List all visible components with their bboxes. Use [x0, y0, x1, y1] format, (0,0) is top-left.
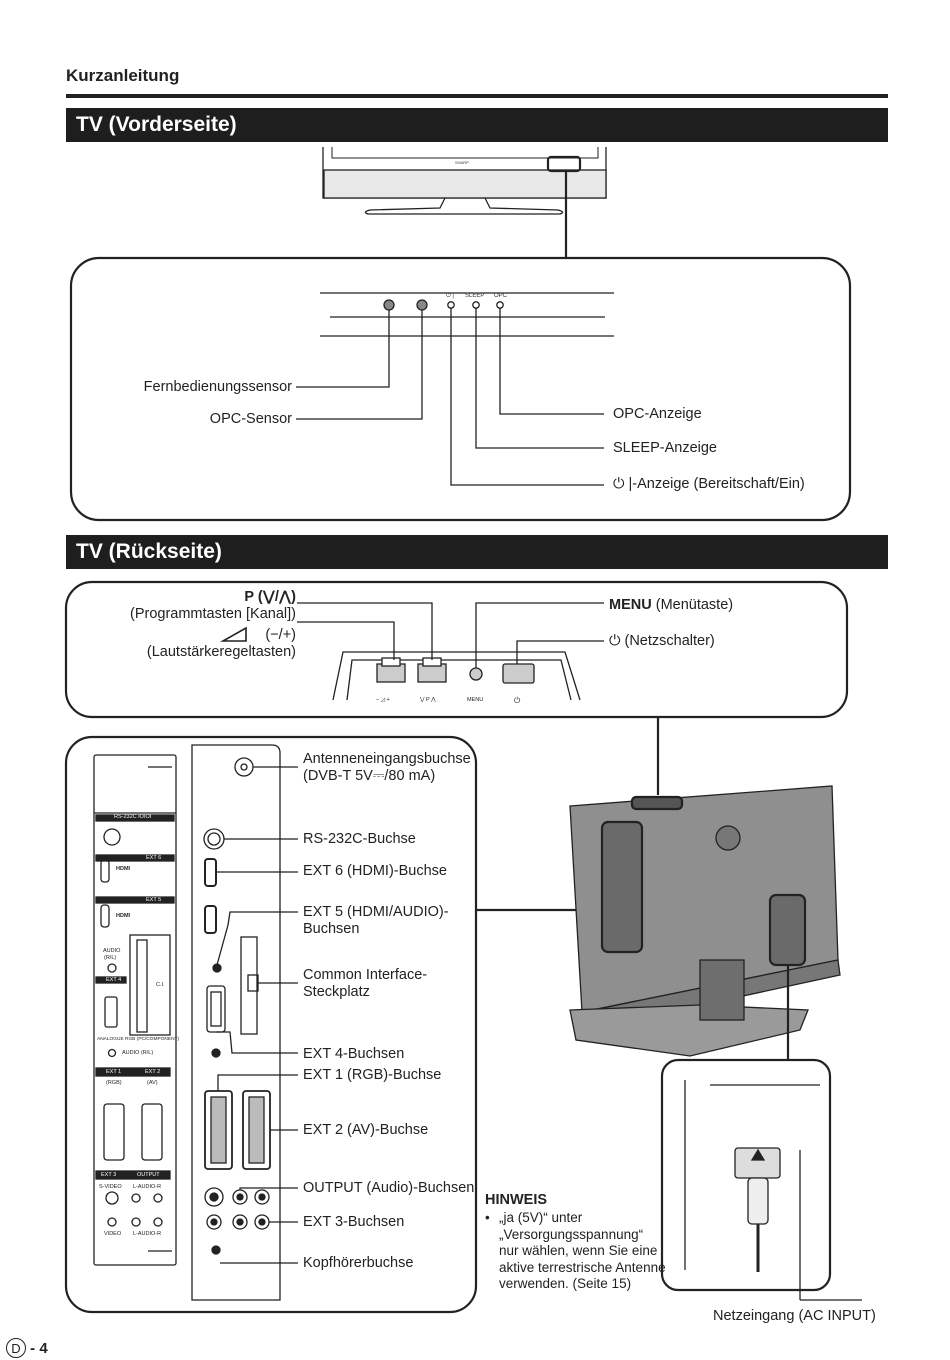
sp-svideo: S-VIDEO — [99, 1184, 122, 1190]
ci-slot — [240, 936, 258, 1035]
sp-analogue: ANALOGUE RGB (PC/COMPONENT) — [97, 1037, 180, 1042]
front-title-bar: TV (Vorderseite) — [66, 108, 888, 142]
prog-keys-symbol: P (⋁/⋀) — [244, 589, 296, 605]
note-body: „ja (5V)“ unter „Versorgungsspannung“ nu… — [499, 1210, 666, 1291]
ext3-label: EXT 3-Buchsen — [303, 1214, 405, 1230]
sp-hdmi6: HDMI — [116, 866, 131, 872]
power-mark: ⏻ | — [446, 293, 454, 299]
sleep-mark: SLEEP — [465, 293, 485, 299]
sleep-indicator-label: SLEEP-Anzeige — [613, 440, 717, 456]
antenna-jack — [234, 757, 254, 777]
sp-audio-rl: (R/L) — [104, 955, 117, 961]
power-indicator-label: ⏻ |-Anzeige (Bereitschaft/Ein) — [613, 476, 805, 492]
output-label: OUTPUT (Audio)-Buchsen — [303, 1180, 475, 1196]
remote-sensor-dot — [383, 299, 395, 311]
power-strip-mark: ⏻ — [514, 696, 521, 705]
sp-ext2: EXT 2 — [145, 1069, 161, 1075]
sp-ext4: EXT 4 — [106, 977, 122, 983]
ext4-label: EXT 4-Buchsen — [303, 1046, 405, 1062]
ext5-label-b: Buchsen — [303, 921, 360, 937]
sp-video: VIDEO — [104, 1231, 122, 1237]
prog-keys-label: (Programmtasten [Kanal]) — [129, 606, 296, 622]
note-bullet: • — [485, 1210, 490, 1225]
power-led — [447, 301, 455, 309]
sleep-led — [472, 301, 480, 309]
remote-sensor-label: Fernbedienungssensor — [143, 379, 292, 395]
vol-strip-mark: − ◿ + — [376, 697, 390, 703]
power-switch-label: ⏻ (Netzschalter) — [609, 633, 715, 649]
sp-ext2-sub: (AV) — [147, 1080, 158, 1086]
ext4-vga — [206, 985, 226, 1033]
ext5-label-a: EXT 5 (HDMI/AUDIO)- — [303, 904, 449, 920]
ext1-label: EXT 1 (RGB)-Buchse — [303, 1067, 442, 1083]
power-icon: ⏻ — [613, 476, 629, 492]
svideo-jack — [204, 1187, 224, 1207]
rs232-label: RS-232C-Buchse — [303, 831, 416, 847]
tv-front-speaker — [323, 169, 607, 199]
tv-rear-stand — [569, 1004, 809, 1057]
sp-rs232: RS-232C IOIOI — [114, 814, 152, 820]
headphone-label: Kopfhörerbuchse — [303, 1255, 414, 1271]
ci-label-a: Common Interface- — [303, 967, 428, 983]
opc-mark: OPC — [494, 293, 508, 299]
tv-front-stand — [364, 197, 564, 215]
hdmi-ext6 — [204, 858, 217, 887]
rs232-jack — [203, 828, 225, 850]
ac-input-label: Netzeingang (AC INPUT) — [713, 1308, 876, 1324]
sp-output: OUTPUT — [137, 1172, 160, 1178]
prog-strip-mark: ⋁ P ⋀ — [420, 697, 436, 703]
sp-laudior: L-AUDIO-R — [133, 1184, 162, 1190]
rear-connector-panel — [64, 735, 478, 1314]
output-r-jack — [254, 1189, 270, 1205]
page-number: D - 4 — [6, 1338, 48, 1358]
hdmi-ext5 — [204, 905, 217, 934]
sp-hdmi5: HDMI — [116, 913, 131, 919]
page-letter: D — [6, 1338, 26, 1358]
antenna-label: Antenneneingangsbuchse — [303, 751, 471, 767]
ci-label-b: Steckplatz — [303, 984, 370, 1000]
sp-audio: AUDIO — [103, 948, 121, 954]
opc-led — [496, 301, 504, 309]
sp-ext1-sub: (RGB) — [106, 1080, 122, 1086]
sp-ci: C.I. — [156, 982, 165, 988]
sp-laudior2: L-AUDIO-R — [133, 1231, 162, 1237]
antenna-spec: (DVB-T 5V⎓/80 mA) — [303, 768, 436, 784]
opc-sensor-label: OPC-Sensor — [209, 411, 292, 427]
section-heading: Kurzanleitung — [66, 66, 180, 85]
sp-ext6: EXT 6 — [146, 855, 162, 861]
ext2-label: EXT 2 (AV)-Buchse — [303, 1122, 429, 1138]
power-icon: ⏻ — [609, 633, 625, 649]
menu-strip-mark: MENU — [467, 697, 484, 703]
front-zoom-marker — [546, 155, 582, 173]
opc-sensor-dot — [416, 299, 428, 311]
heading-rule — [66, 94, 888, 98]
volume-keys-label: (Lautstärkeregeltasten) — [146, 644, 296, 660]
sp-audio-rl2: AUDIO (R/L) — [122, 1050, 154, 1056]
opc-indicator-label: OPC-Anzeige — [613, 406, 702, 422]
note-title: HINWEIS — [485, 1192, 548, 1208]
rear-title-bar: TV (Rückseite) — [66, 535, 888, 569]
sp-ext1: EXT 1 — [106, 1069, 122, 1075]
front-detail-panel — [69, 256, 852, 522]
brand-logo: SHARP — [455, 160, 469, 165]
volume-symbol: (−/+) — [265, 627, 296, 643]
sp-ext3: EXT 3 — [101, 1172, 117, 1178]
rear-control-panel — [64, 580, 849, 719]
menu-label: MENU (Menütaste) — [609, 597, 734, 613]
ext6-label: EXT 6 (HDMI)-Buchse — [303, 863, 447, 879]
sp-ext5: EXT 5 — [146, 897, 162, 903]
